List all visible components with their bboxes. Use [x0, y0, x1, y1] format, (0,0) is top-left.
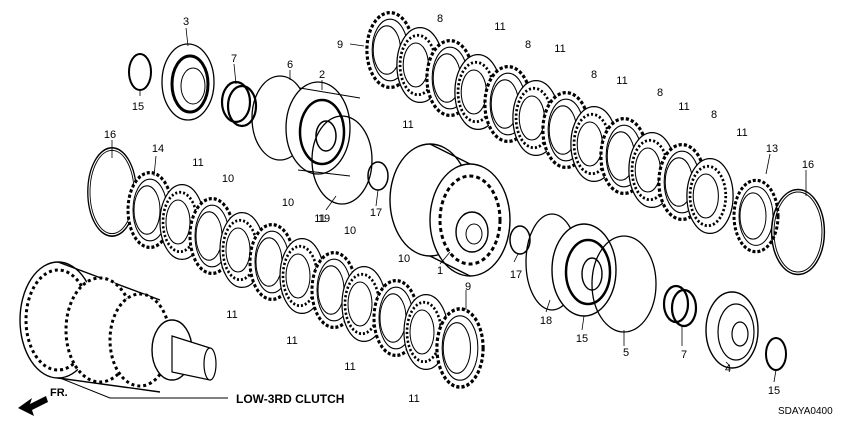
callout-11: 11 [286, 335, 297, 347]
callout-15: 15 [768, 385, 780, 397]
upper-left-parts [128, 43, 389, 205]
callout-1: 1 [437, 265, 443, 277]
callout-11: 11 [408, 393, 419, 405]
callout-15: 15 [132, 101, 144, 113]
callout-11: 11 [678, 101, 689, 113]
callout-10: 10 [398, 253, 410, 265]
callout-18: 18 [540, 315, 552, 327]
callout-17: 17 [510, 269, 522, 281]
clutch-drum [389, 143, 511, 277]
callout-3: 3 [183, 16, 189, 28]
callout-8: 8 [657, 87, 663, 99]
lower-right-parts [509, 213, 787, 371]
callout-17: 17 [370, 207, 382, 219]
callout-10: 10 [282, 197, 294, 209]
callout-8: 8 [591, 69, 597, 81]
callout-10: 10 [222, 173, 234, 185]
callout-11: 11 [344, 361, 355, 373]
callout-7: 7 [231, 53, 237, 65]
assembled-clutch-unit [19, 261, 228, 399]
callout-11: 11 [192, 157, 203, 169]
callouts: 3 7 6 2 15 16 14 11 10 10 19 17 11 10 10… [104, 13, 814, 405]
diagram-code: SDAYA0400 [778, 406, 833, 417]
diagram-title: LOW-3RD CLUTCH [236, 392, 344, 406]
callout-2: 2 [319, 69, 325, 81]
callout-11: 11 [402, 119, 413, 131]
callout-9: 9 [337, 39, 343, 51]
callout-16: 16 [802, 159, 814, 171]
callout-7: 7 [681, 349, 687, 361]
callout-19: 19 [318, 213, 330, 225]
callout-11: 11 [736, 127, 747, 139]
callout-12: 13 [766, 143, 778, 155]
callout-11: 11 [554, 43, 565, 55]
callout-4: 4 [725, 363, 731, 375]
callout-10: 10 [344, 225, 356, 237]
callout-6: 5 [623, 347, 629, 359]
callout-8: 8 [525, 39, 531, 51]
callout-8: 8 [711, 109, 717, 121]
callout-11: 11 [226, 309, 237, 321]
front-arrow: FR. [18, 387, 68, 416]
leader-lines [111, 27, 807, 383]
callout-11: 11 [616, 75, 627, 87]
callout-8: 8 [437, 13, 443, 25]
callout-16: 16 [104, 129, 116, 141]
callout-5: 6 [287, 59, 293, 71]
callout-11: 11 [494, 21, 505, 33]
callout-14: 15 [576, 333, 588, 345]
callout-11: 11 [314, 213, 325, 225]
callout-9: 9 [465, 281, 471, 293]
callout-13: 14 [152, 143, 164, 155]
front-label: FR. [50, 387, 68, 399]
